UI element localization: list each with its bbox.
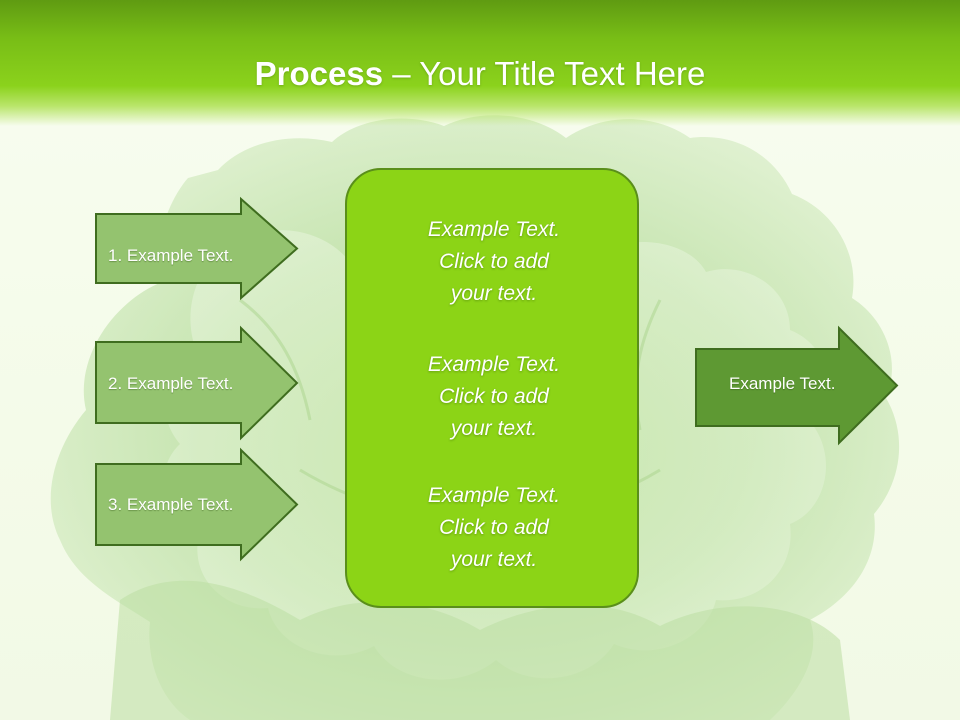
center-text-2[interactable]: Example Text. Click to add your text. [427,353,561,440]
left-arrow-3-label: 3. Example Text. [108,495,234,514]
center-text-1[interactable]: Example Text. Click to add your text. [427,218,561,305]
right-arrow-label: Example Text. [729,374,836,393]
center-content-box[interactable]: Example Text. Click to add your text. Ex… [345,168,639,608]
left-arrow-2-label: 2. Example Text. [108,374,234,393]
right-arrow[interactable] [695,325,899,446]
title-rest: – Your Title Text Here [383,55,706,92]
slide-title: Process – Your Title Text Here [0,52,960,96]
center-text-3[interactable]: Example Text. Click to add your text. [427,484,561,571]
left-arrow-1-label: 1. Example Text. [108,246,234,265]
left-arrow-3[interactable] [95,447,299,562]
left-arrow-1[interactable] [95,196,299,301]
left-arrow-2[interactable] [95,325,299,441]
header-bar [0,0,960,126]
title-bold: Process [254,55,384,92]
